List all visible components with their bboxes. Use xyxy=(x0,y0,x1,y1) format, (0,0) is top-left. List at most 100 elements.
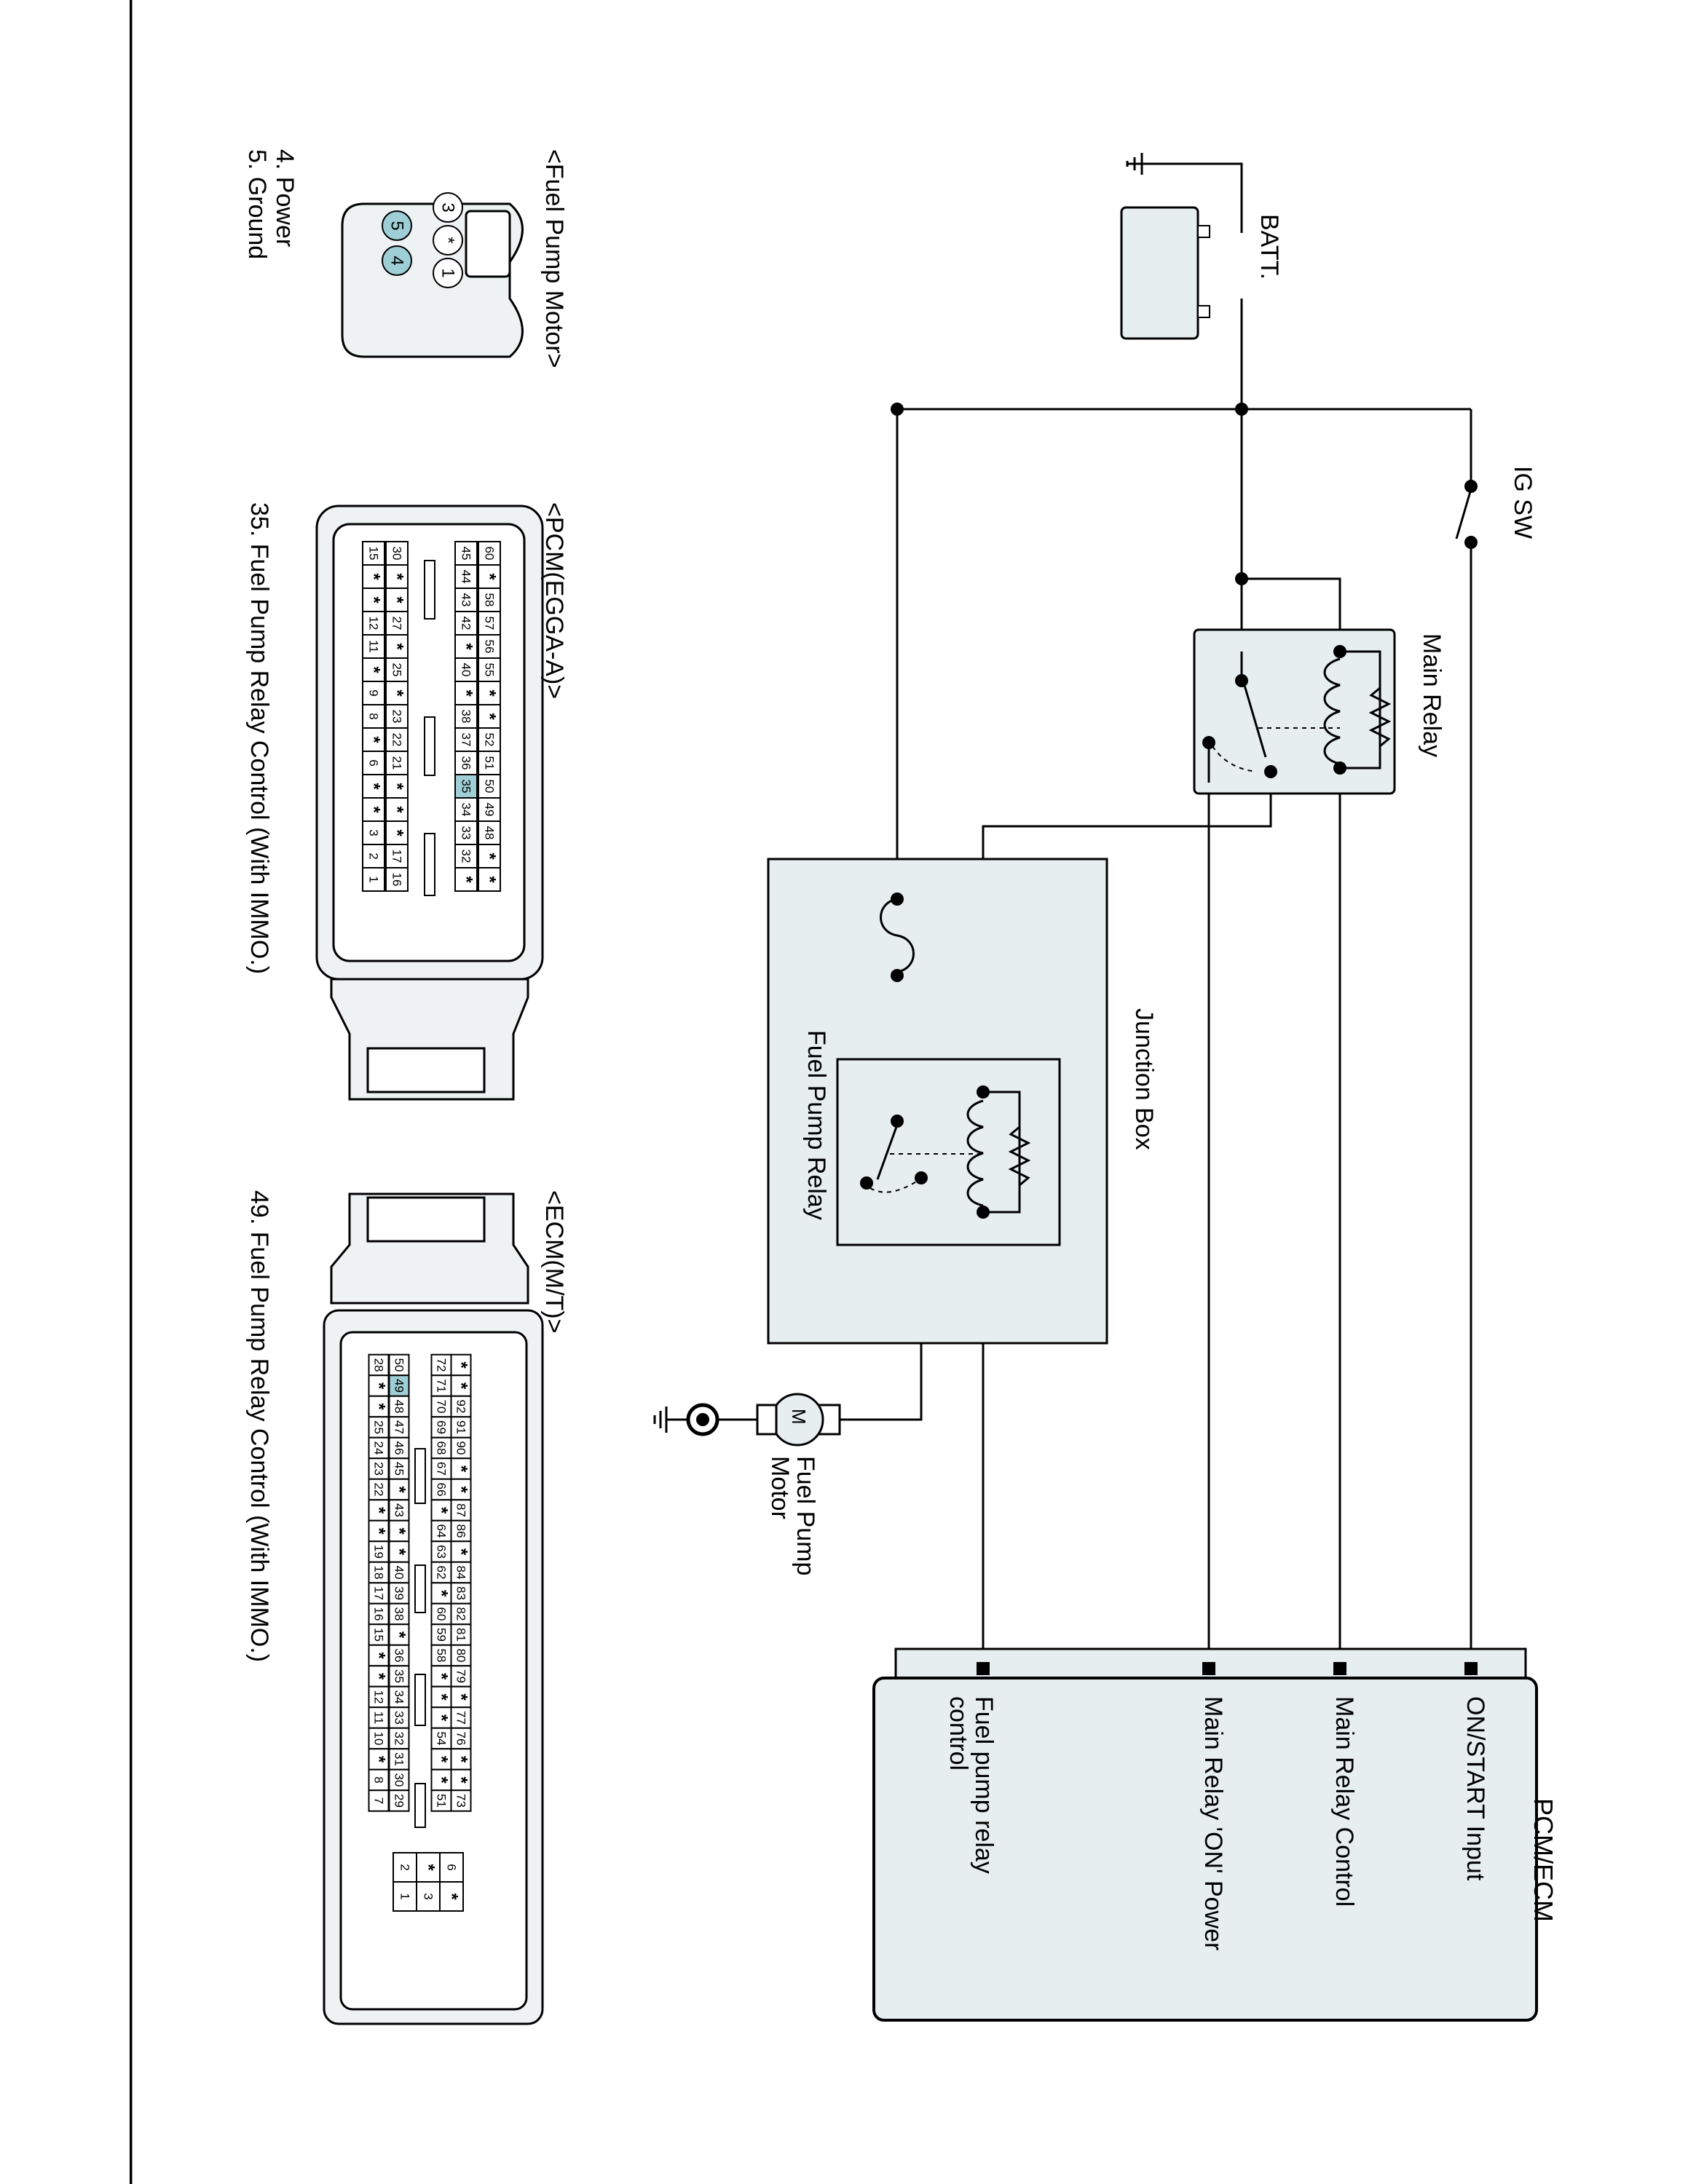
ecm-small-pin-0-1-cell xyxy=(439,1881,464,1912)
ecm-pin-0-8: 86 xyxy=(454,1524,468,1538)
ecm-pin-1-18: 54 xyxy=(435,1732,449,1746)
pcm-pin-3-11: * xyxy=(364,806,384,813)
battery-body xyxy=(1120,206,1199,340)
ecm-pin-3-14: * xyxy=(369,1652,389,1659)
ecm-pin-1-3: 69 xyxy=(435,1420,449,1434)
pcm-pin-2-0: 30 xyxy=(390,547,404,561)
pcm-pin-2-9-cell xyxy=(385,751,409,775)
ecm-pin-2-15: 35 xyxy=(393,1669,406,1683)
ecm-pin-1-15-cell xyxy=(430,1665,452,1688)
pcm-pin-1-9-cell xyxy=(454,751,478,775)
junction-box xyxy=(767,858,1108,1345)
ecm-small-pin-2-1-cell xyxy=(393,1881,417,1912)
ecm-pin-2-8: * xyxy=(390,1527,409,1535)
ecm-pin-3-15-cell xyxy=(368,1665,390,1688)
ecm-small-pin-1-1-cell xyxy=(416,1881,441,1912)
fuse-pin-2 xyxy=(891,969,904,982)
ecm-pin-2-10: 40 xyxy=(393,1566,406,1580)
pin-grids: 3*15460*58575655**5251504948**45444342*4… xyxy=(362,192,501,1912)
ecm-small-pin-1-0: * xyxy=(419,1864,438,1871)
pcm-pin-3-4: 11 xyxy=(367,640,381,653)
pcm-terminal-3 xyxy=(1202,1662,1215,1675)
ecm-pin-3-7: * xyxy=(369,1507,389,1514)
pcm-pin-0-9: 51 xyxy=(483,756,497,770)
ecm-pin-2-0-cell xyxy=(388,1353,410,1377)
fpm-note-power: 4. Power xyxy=(271,149,299,248)
pcm-pin-2-5: 25 xyxy=(390,663,404,677)
pcm-pin-3-13-cell xyxy=(362,844,385,869)
pcm-pin-2-13: 17 xyxy=(390,850,404,863)
ecm-pin-3-17: 11 xyxy=(372,1712,386,1725)
pcm-pin-1-12: 33 xyxy=(460,826,473,840)
pcm-pin-1-6-cell xyxy=(454,681,478,705)
ecm-connector-title: <ECM(M/T)> xyxy=(540,1190,568,1334)
ecm-pin-3-19: * xyxy=(369,1756,389,1763)
ecm-pin-3-3-cell xyxy=(368,1416,390,1439)
pcm-pin-0-14-cell xyxy=(478,867,501,892)
main-relay-box xyxy=(1193,628,1396,795)
main-relay-label: Main Relay xyxy=(1418,633,1446,758)
fp-relay-switch-nc xyxy=(860,1176,873,1190)
junction-dot-2 xyxy=(891,403,904,416)
pcm-pin-3-8: * xyxy=(364,736,384,743)
battery-ground-wire xyxy=(1127,162,1243,233)
main-relay xyxy=(1193,628,1396,795)
ecm-pin-1-14: 58 xyxy=(435,1649,449,1663)
motor-symbol: M xyxy=(788,1409,810,1425)
ecm-pin-0-12-cell xyxy=(450,1602,472,1626)
fpm-pin-b0-circle xyxy=(382,210,412,241)
main-relay-coil-pin-b xyxy=(1333,761,1346,775)
ecm-pin-1-21-cell xyxy=(430,1789,452,1812)
ecm-pin-2-0: 50 xyxy=(393,1358,406,1372)
pcm-pin-2-6: * xyxy=(387,689,407,697)
pcm-ecm-block xyxy=(872,1647,1538,2022)
pcm-pin-1-14: * xyxy=(457,876,476,883)
ecm-key-slot xyxy=(414,1564,426,1613)
fp-relay-resistor-frame xyxy=(983,1091,1021,1214)
ecm-pin-3-6-cell xyxy=(368,1478,390,1501)
pcm-terminal-label-1: ON/START Input xyxy=(1462,1696,1489,1881)
fp-relay-coil-pin-a xyxy=(977,1085,990,1099)
pcm-pin-1-4-cell xyxy=(454,634,478,659)
fp-relay-throw-arc xyxy=(869,1180,918,1193)
fpm-pin-2-circle xyxy=(433,258,463,288)
main-relay-switch-no xyxy=(1264,765,1277,778)
pcm-terminal-1 xyxy=(1464,1662,1478,1675)
fpm-pin-b0: 5 xyxy=(387,221,407,230)
ig-switch-label: IG SW xyxy=(1509,466,1537,539)
ecm-pin-2-14: 36 xyxy=(393,1649,406,1663)
fpm-pin-1: * xyxy=(438,237,458,243)
pcm-pin-3-10: * xyxy=(364,783,384,790)
pcm-pin-3-12-cell xyxy=(362,820,385,845)
ecm-pin-2-3-cell xyxy=(388,1416,410,1439)
fp-relay-switch-no xyxy=(915,1171,928,1184)
pcm-pin-2-8-cell xyxy=(385,727,409,752)
pcm-pin-3-14-cell xyxy=(362,867,385,892)
ecm-pin-2-16: 34 xyxy=(393,1690,406,1704)
main-relay-resistor xyxy=(1368,687,1392,748)
ig-switch xyxy=(1455,480,1478,549)
ecm-pin-2-7: 43 xyxy=(393,1503,406,1517)
ecm-pin-1-10: 62 xyxy=(435,1566,449,1580)
ecm-pin-3-16: 12 xyxy=(372,1690,386,1704)
ecm-pin-2-12: 38 xyxy=(393,1607,406,1621)
ecm-pin-1-20-cell xyxy=(430,1768,452,1792)
junction-dot-1 xyxy=(1235,403,1248,416)
ecm-pin-3-4-cell xyxy=(368,1436,390,1460)
pcm-pin-1-12-cell xyxy=(454,820,478,845)
ecm-pin-0-5: * xyxy=(451,1465,471,1473)
ecm-small-pin-2-1: 1 xyxy=(398,1893,412,1899)
ecm-pin-2-1: 49 xyxy=(393,1379,406,1393)
pcm-pin-2-11: * xyxy=(387,806,407,813)
pcm-terminal-label-3: Main Relay 'ON' Power xyxy=(1199,1696,1227,1951)
pcm-pin-1-1-cell xyxy=(454,564,478,589)
fpm-pin-1-circle xyxy=(433,225,463,256)
ecm-pin-1-16-cell xyxy=(430,1685,452,1709)
ecm-pin-0-3: 91 xyxy=(454,1420,468,1434)
ecm-pin-0-4: 90 xyxy=(454,1441,468,1455)
pcm-terminal-4 xyxy=(977,1662,990,1675)
pcm-pin-0-4: 56 xyxy=(483,640,497,654)
ecm-pin-1-20: * xyxy=(432,1776,451,1784)
pcm-pin-2-0-cell xyxy=(385,541,409,566)
